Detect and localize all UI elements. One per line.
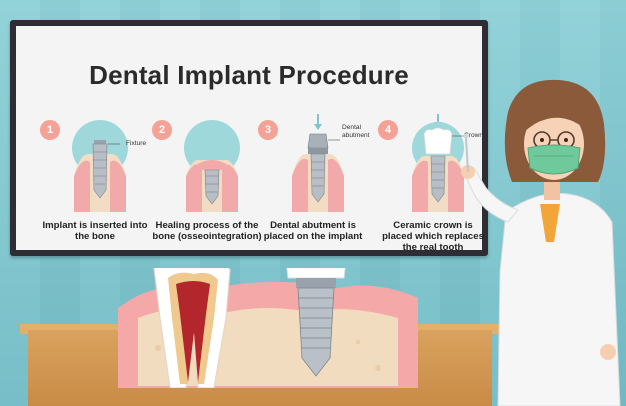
step-1-label: Fixture [126, 140, 147, 147]
step-4-label: Crown [464, 132, 484, 139]
step-1-caption: Implant is inserted into the bone [42, 220, 148, 242]
step-2-caption: Healing process of the bone (osseointegr… [152, 220, 262, 242]
step-2: 2 Healing process of the bone (osseointe… [152, 110, 262, 256]
step-3-label: Dental abutment [342, 124, 370, 139]
step-3-caption: Dental abutment is placed on the implant [263, 220, 363, 242]
step-1-number: 1 [40, 120, 60, 140]
whiteboard-surface: Dental Implant Procedure 1 Fixture Impla… [16, 26, 484, 253]
step-4-number: 4 [378, 120, 398, 140]
step-3-abutment-illustration [292, 114, 344, 212]
dentist-character [461, 79, 621, 406]
diagram-title: Dental Implant Procedure [89, 60, 409, 90]
step-1: 1 Fixture Implant is inserted into the b… [40, 110, 150, 256]
tooth-implant-model [118, 268, 418, 388]
step-2-healing-illustration [184, 120, 240, 212]
step-1-implant-illustration [72, 120, 128, 212]
step-4: 4 Crown Ceramic crown is placed which re… [378, 110, 488, 256]
step-4-crown-illustration [412, 114, 464, 212]
step-3-number: 3 [258, 120, 278, 140]
step-4-caption: Ceramic crown is placed which replaces t… [382, 220, 484, 253]
step-2-number: 2 [152, 120, 172, 140]
step-3: 3 Dental abutment Dental abutment is pla… [258, 110, 370, 256]
whiteboard: Dental Implant Procedure 1 Fixture Impla… [10, 20, 488, 256]
